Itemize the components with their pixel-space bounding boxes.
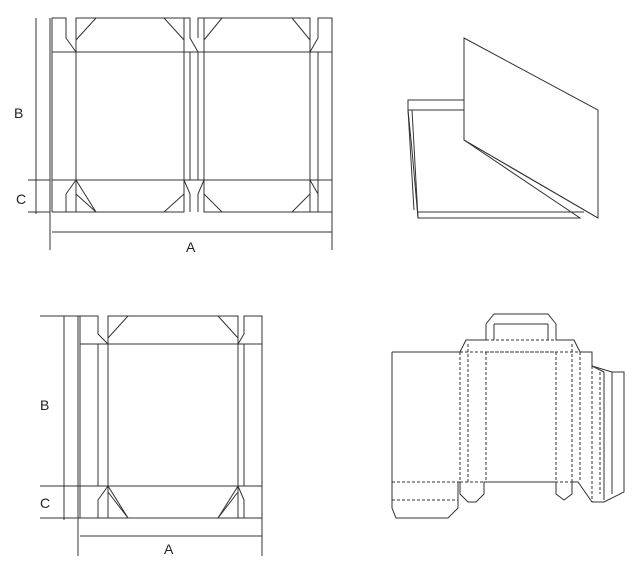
bottom-right-carton-dieline [391, 313, 625, 519]
bottom-panel [107, 315, 239, 519]
carry-handle [486, 323, 556, 353]
top-label-b: B [14, 105, 23, 121]
panel-right [203, 17, 311, 213]
bottom-dimension-lines [40, 315, 263, 556]
bottom-left-dieline: B C A [40, 315, 263, 557]
top-left-dieline: B C A [14, 17, 333, 255]
top-label-a: A [186, 239, 196, 255]
fold-lines [392, 344, 601, 502]
middle-strip [183, 17, 205, 212]
side-flap [591, 365, 613, 500]
top-right-3d-tray [407, 37, 599, 219]
panel-left [75, 17, 185, 213]
bottom-label-c: C [40, 495, 50, 511]
bottom-label-a: A [164, 541, 174, 557]
top-label-c: C [16, 191, 26, 207]
bottom-label-b: B [40, 397, 49, 413]
top-dimension-lines [28, 18, 333, 250]
